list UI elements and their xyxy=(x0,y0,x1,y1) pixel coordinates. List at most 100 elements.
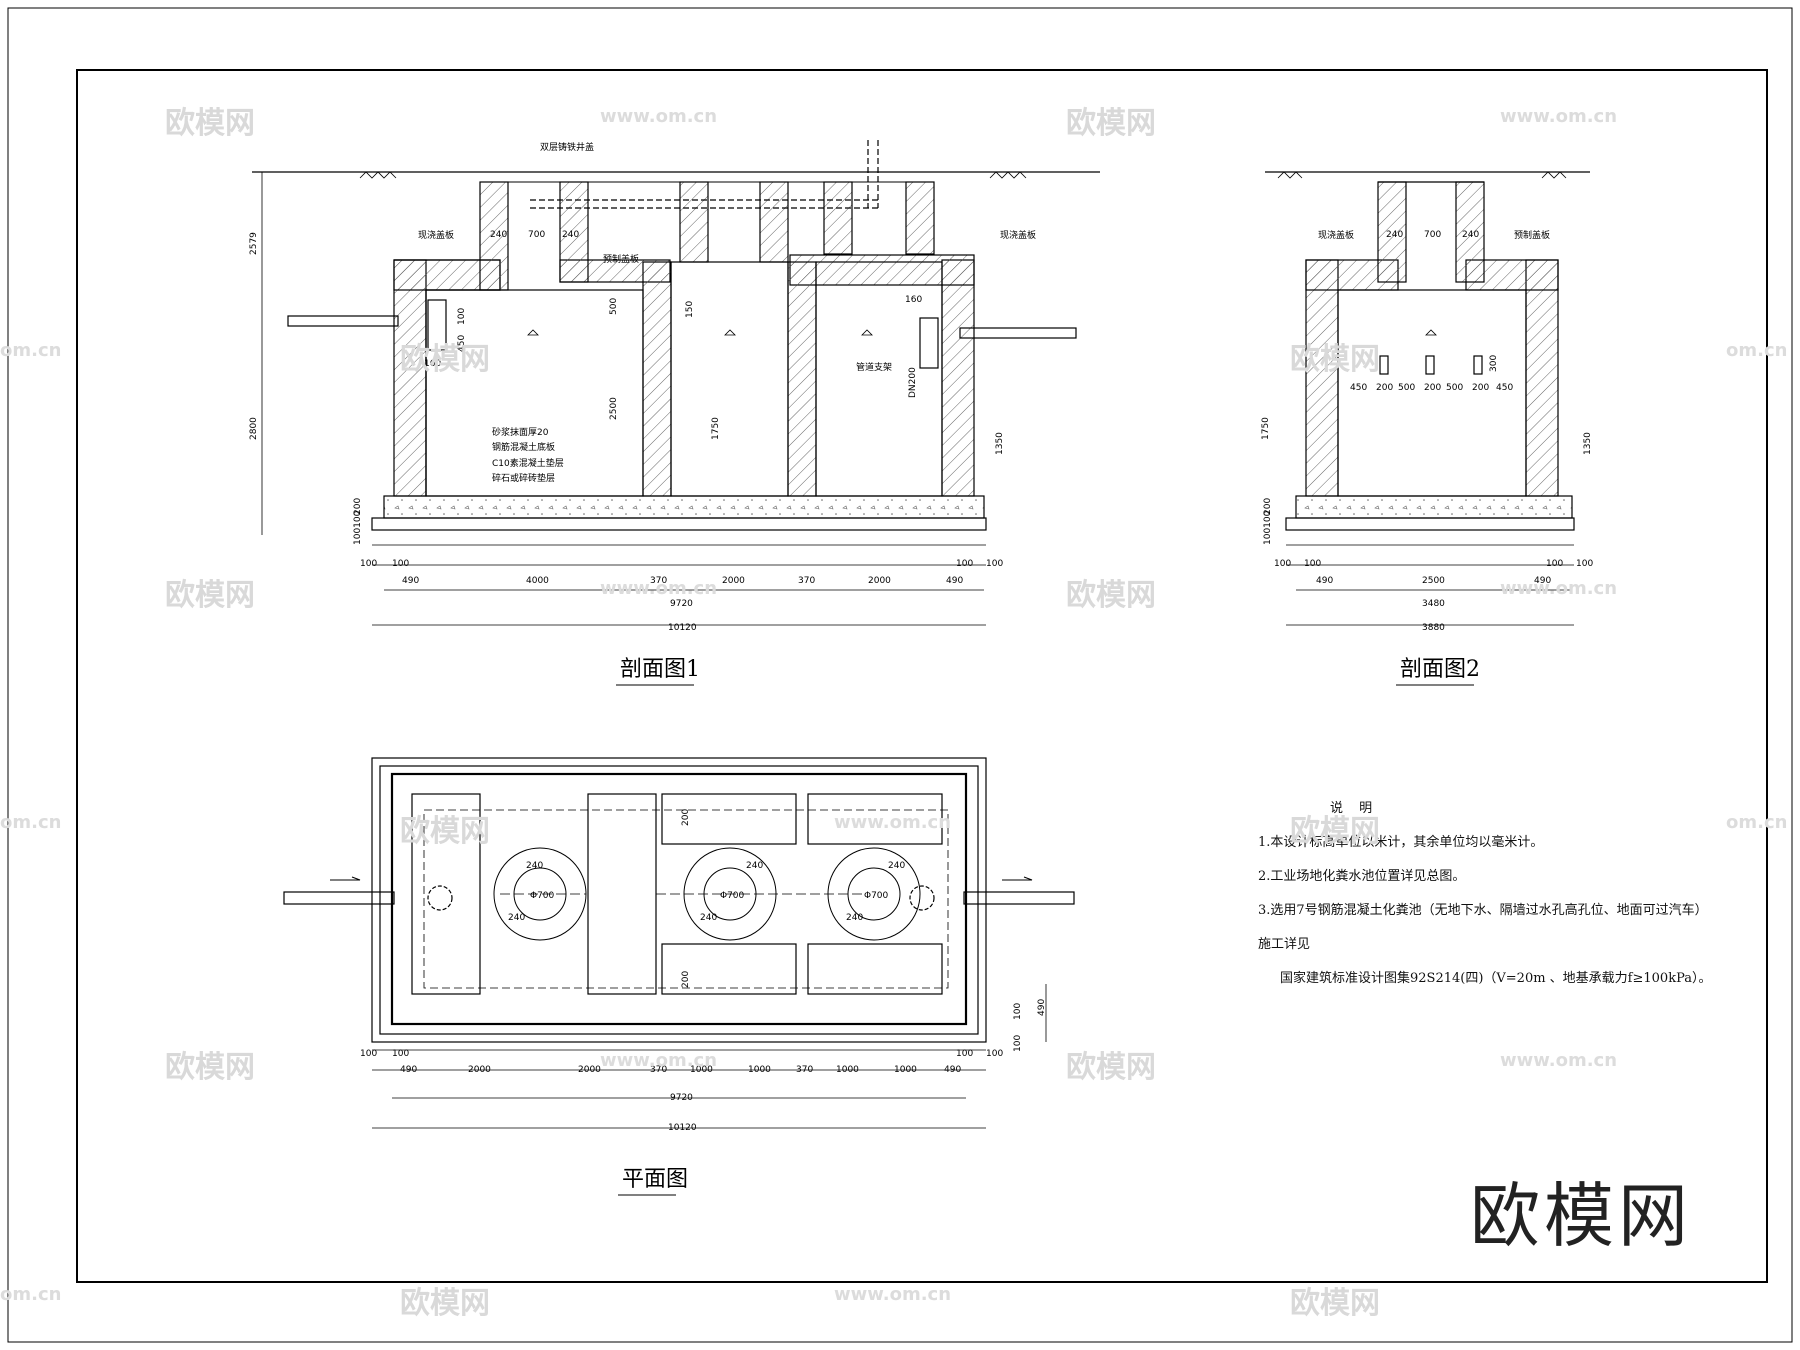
plan-drawing xyxy=(283,757,1075,1129)
watermark-logo-small: 欧模网 xyxy=(1290,1286,1380,1321)
dim-top-2: 700 xyxy=(528,230,545,240)
dim-s2-hole-h: 300 xyxy=(1489,355,1499,372)
label-s2-cast-cover: 现浇盖板 xyxy=(1318,229,1354,241)
watermark-logo-small: 欧模网 xyxy=(400,814,490,849)
dim-s2-hole-5: 500 xyxy=(1446,383,1463,393)
watermark-url: www.om.cn xyxy=(600,106,718,127)
dim-plan-b2-9: 1000 xyxy=(894,1065,917,1075)
section-1-texts: 双层铸铁井盖 现浇盖板 预制盖板 现浇盖板 管道支架 砂浆抹面厚20 钢筋混凝土… xyxy=(249,141,1036,633)
watermark-url-partial: om.cn xyxy=(0,812,62,833)
dim-bottom-100b: 100 xyxy=(392,559,409,569)
watermark-logo-small: 欧模网 xyxy=(400,1286,490,1321)
dim-bottom-370a: 370 xyxy=(650,576,667,586)
dim-plan-inner-11: Φ700 xyxy=(864,891,889,901)
dim-plan-b2-4: 370 xyxy=(650,1065,667,1075)
dim-plan-inner-5: 240 xyxy=(746,861,763,871)
dim-s2-left-2: 200 xyxy=(1263,498,1273,515)
dim-s2-total-inner: 3480 xyxy=(1422,599,1445,609)
dim-plan-b2-6: 1000 xyxy=(748,1065,771,1075)
label-precast-cover: 预制盖板 xyxy=(603,253,639,265)
watermark-url: om.cn xyxy=(1726,340,1788,361)
dim-bottom-100a: 100 xyxy=(360,559,377,569)
dim-plan-inner-1: 200 xyxy=(681,809,691,826)
dim-bottom-2000a: 2000 xyxy=(722,576,745,586)
label-pipe-support: 管道支架 xyxy=(856,361,892,373)
label-layer3: C10素混凝土垫层 xyxy=(492,457,564,469)
watermark-url: www.om.cn xyxy=(1500,578,1618,599)
watermark-logo-small: 欧模网 xyxy=(165,1050,255,1085)
dim-bottom-370b: 370 xyxy=(798,576,815,586)
dim-plan-right-3: 490 xyxy=(1037,999,1047,1016)
watermark-url-partial: om.cn xyxy=(0,340,62,361)
section-2-drawing xyxy=(1265,171,1590,626)
dim-s2-right-1: 1350 xyxy=(1583,432,1593,455)
dim-top-3: 240 xyxy=(562,230,579,240)
dim-pipe-3: 160 xyxy=(424,359,441,369)
watermark-logo-small: 欧模网 xyxy=(400,342,490,377)
dim-plan-inner-10: Φ700 xyxy=(720,891,745,901)
note-item-3: 3.选用7号钢筋混凝土化粪池（无地下水、隔墙过水孔高孔位、地面可过汽车）施工详见 xyxy=(1258,903,1708,952)
dim-s2-b2-1: 490 xyxy=(1316,576,1333,586)
watermark-url: www.om.cn xyxy=(834,812,952,833)
dim-left-2: 2800 xyxy=(249,417,259,440)
dim-plan-b2-3: 2000 xyxy=(578,1065,601,1075)
design-notes: 说 明 1.本设计标高单位以米计，其余单位均以毫米计。 2.工业场地化粪水池位置… xyxy=(1258,792,1718,996)
dim-pipe-5: DN200 xyxy=(908,367,918,398)
dim-top-1: 240 xyxy=(490,230,507,240)
watermark-logo-small: 欧模网 xyxy=(165,578,255,613)
dim-plan-b1-2: 100 xyxy=(392,1049,409,1059)
watermark-logo-small: 欧模网 xyxy=(1290,342,1380,377)
watermark-logo-small: 欧模网 xyxy=(1290,814,1380,849)
dim-s2-hole-4: 200 xyxy=(1424,383,1441,393)
label-layer4: 碎石或碎砖垫层 xyxy=(492,472,555,484)
dim-s2-b1-4: 100 xyxy=(1576,559,1593,569)
dim-s2-left-1: 1750 xyxy=(1261,417,1271,440)
section-1-title: 剖面图1 xyxy=(620,657,700,682)
label-cast-cover-right: 现浇盖板 xyxy=(1000,229,1036,241)
section-1-drawing xyxy=(252,140,1100,626)
dim-left-1: 2579 xyxy=(249,232,259,255)
label-s2-precast-cover: 预制盖板 xyxy=(1514,229,1550,241)
dim-plan-b2-7: 370 xyxy=(796,1065,813,1075)
dim-plan-b2-2: 2000 xyxy=(468,1065,491,1075)
dim-plan-inner-4: 240 xyxy=(508,913,525,923)
dim-s2-top-1: 240 xyxy=(1386,230,1403,240)
dim-s2-b1-2: 100 xyxy=(1304,559,1321,569)
watermark-url: www.om.cn xyxy=(834,1284,952,1305)
dim-inner-2: 2500 xyxy=(609,397,619,420)
dim-bottom-490b: 490 xyxy=(946,576,963,586)
dim-plan-b2-1: 490 xyxy=(400,1065,417,1075)
dim-inner-4: 150 xyxy=(685,301,695,318)
dim-plan-inner-6: 240 xyxy=(700,913,717,923)
label-cast-cover-left: 现浇盖板 xyxy=(418,229,454,241)
dim-bottom-100d: 100 xyxy=(986,559,1003,569)
dim-left-3: 200 xyxy=(353,498,363,515)
plan-title: 平面图 xyxy=(622,1167,688,1192)
dim-plan-b2-5: 1000 xyxy=(690,1065,713,1075)
watermark-url: www.om.cn xyxy=(1500,1050,1618,1071)
dim-plan-b2-10: 490 xyxy=(944,1065,961,1075)
dim-pipe-4: 160 xyxy=(905,295,922,305)
dim-s2-hole-2: 200 xyxy=(1376,383,1393,393)
section-2-title: 剖面图2 xyxy=(1400,657,1480,682)
dim-plan-right-1: 100 xyxy=(1013,1003,1023,1020)
dim-inner-3: 1750 xyxy=(711,417,721,440)
dim-left-4: 100100 xyxy=(353,510,363,545)
watermark-logo: 欧模网 xyxy=(1470,1175,1692,1257)
note-item-1: 1.本设计标高单位以米计，其余单位均以毫米计。 xyxy=(1258,835,1544,850)
dim-plan-inner-2: 200 xyxy=(681,971,691,988)
dim-plan-right-2: 100 xyxy=(1013,1035,1023,1052)
dim-plan-b1-1: 100 xyxy=(360,1049,377,1059)
watermark-logo-small: 欧模网 xyxy=(1066,578,1156,613)
dim-s2-hole-3: 500 xyxy=(1398,383,1415,393)
dim-total-inner: 9720 xyxy=(670,599,693,609)
dim-plan-inner-8: 240 xyxy=(846,913,863,923)
dim-total-outer: 10120 xyxy=(668,623,697,633)
dim-plan-total-inner: 9720 xyxy=(670,1093,693,1103)
dim-s2-top-2: 700 xyxy=(1424,230,1441,240)
dim-s2-b1-1: 100 xyxy=(1274,559,1291,569)
watermark-logo-small: 欧模网 xyxy=(1066,106,1156,141)
label-layer2: 钢筋混凝土底板 xyxy=(492,441,555,453)
watermark-url: www.om.cn xyxy=(600,578,718,599)
section-2-texts: 现浇盖板 预制盖板 240 700 240 450 200 500 200 50… xyxy=(1261,229,1593,633)
